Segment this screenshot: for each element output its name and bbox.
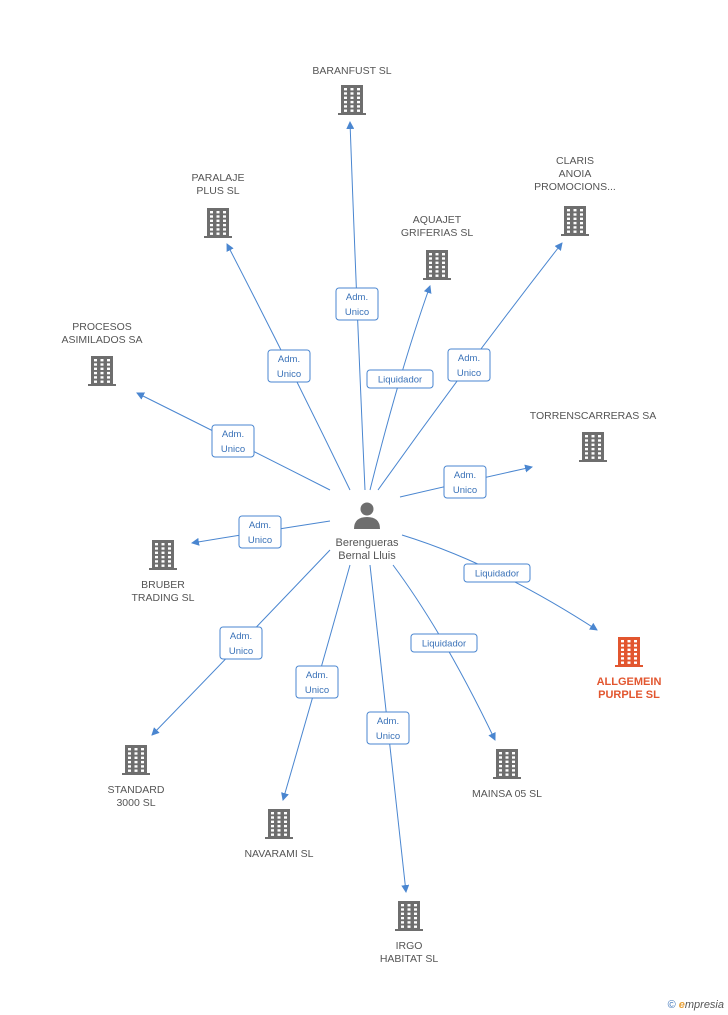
role-label: Unico	[305, 685, 329, 696]
building-icon-allgemein[interactable]	[615, 637, 643, 667]
copyright-footer: © empresia	[668, 999, 724, 1011]
company-label-bruber[interactable]: TRADING SL	[131, 592, 194, 604]
company-label-aquajet[interactable]: GRIFERIAS SL	[401, 227, 474, 239]
building-icon-bruber[interactable]	[149, 540, 177, 570]
company-label-standard[interactable]: STANDARD	[108, 784, 165, 796]
person-icon[interactable]	[354, 502, 380, 530]
building-icon-baranfust[interactable]	[338, 85, 366, 115]
company-label-procesos[interactable]: ASIMILADOS SA	[61, 334, 142, 346]
role-label: Liquidador	[422, 639, 466, 650]
role-label: Unico	[376, 731, 400, 742]
company-label-baranfust[interactable]: BARANFUST SL	[312, 65, 391, 77]
company-label-standard[interactable]: 3000 SL	[116, 797, 155, 809]
role-label: Unico	[453, 485, 477, 496]
role-box-allgemein[interactable]: Liquidador	[463, 563, 531, 583]
role-box-torrens[interactable]: Adm. Unico	[443, 465, 487, 499]
company-label-torrens[interactable]: TORRENSCARRERAS SA	[530, 410, 656, 422]
role-label: Unico	[229, 646, 253, 657]
role-box-irgo[interactable]: Adm. Unico	[366, 711, 410, 745]
role-label: Unico	[277, 369, 301, 380]
person-name-line: Bernal Lluis	[338, 550, 396, 562]
company-label-paralaje[interactable]: PARALAJE	[192, 172, 245, 184]
building-icon-irgo[interactable]	[395, 901, 423, 931]
role-box-aquajet[interactable]: Liquidador	[366, 369, 434, 389]
role-label: Unico	[345, 307, 369, 318]
brand-initial: e	[678, 999, 685, 1011]
person-name-line: Berengueras	[336, 537, 399, 549]
building-icon-standard[interactable]	[122, 745, 150, 775]
building-icon-procesos[interactable]	[88, 356, 116, 386]
role-label: Adm.	[458, 353, 480, 364]
role-box-claris[interactable]: Adm. Unico	[447, 348, 491, 382]
role-label: Adm.	[306, 670, 328, 681]
company-label-mainsa[interactable]: MAINSA 05 SL	[472, 788, 542, 800]
company-label-claris[interactable]: CLARIS	[556, 155, 594, 167]
company-label-aquajet[interactable]: AQUAJET	[413, 214, 462, 226]
company-label-procesos[interactable]: PROCESOS	[72, 321, 132, 333]
copyright-symbol: ©	[667, 999, 676, 1011]
role-label: Adm.	[222, 429, 244, 440]
building-icon-navarami[interactable]	[265, 809, 293, 839]
role-label: Adm.	[230, 631, 252, 642]
role-label: Liquidador	[378, 375, 422, 386]
company-label-paralaje[interactable]: PLUS SL	[196, 185, 239, 197]
role-box-standard[interactable]: Adm. Unico	[219, 626, 263, 660]
role-label: Adm.	[377, 716, 399, 727]
role-label: Adm.	[249, 520, 271, 531]
building-icon-torrens[interactable]	[579, 432, 607, 462]
building-icon-paralaje[interactable]	[204, 208, 232, 238]
role-label: Adm.	[346, 292, 368, 303]
role-label: Adm.	[454, 470, 476, 481]
role-label: Adm.	[278, 354, 300, 365]
role-label: Liquidador	[475, 569, 519, 580]
role-box-paralaje[interactable]: Adm. Unico	[267, 349, 311, 383]
building-icon-mainsa[interactable]	[493, 749, 521, 779]
role-box-navarami[interactable]: Adm. Unico	[295, 665, 339, 699]
company-label-bruber[interactable]: BRUBER	[141, 579, 185, 591]
company-label-navarami[interactable]: NAVARAMI SL	[244, 848, 313, 860]
company-label-claris[interactable]: PROMOCIONS...	[534, 181, 616, 193]
role-label: Unico	[457, 368, 481, 379]
roles-layer: Adm.UnicoAdm.UnicoAdm.UnicoLiquidadorAdm…	[211, 287, 531, 745]
company-label-allgemein[interactable]: PURPLE SL	[598, 689, 660, 701]
role-box-mainsa[interactable]: Liquidador	[410, 633, 478, 653]
company-label-irgo[interactable]: HABITAT SL	[380, 953, 439, 965]
building-icon-aquajet[interactable]	[423, 250, 451, 280]
brand-name: mpresia	[684, 999, 724, 1011]
company-label-allgemein[interactable]: ALLGEMEIN	[597, 676, 662, 688]
role-box-baranfust[interactable]: Adm. Unico	[335, 287, 379, 321]
role-box-procesos[interactable]: Adm. Unico	[211, 424, 255, 458]
building-icon-claris[interactable]	[561, 206, 589, 236]
company-label-claris[interactable]: ANOIA	[559, 168, 592, 180]
role-label: Unico	[248, 535, 272, 546]
role-label: Unico	[221, 444, 245, 455]
role-box-bruber[interactable]: Adm. Unico	[238, 515, 282, 549]
company-label-irgo[interactable]: IRGO	[396, 940, 423, 952]
